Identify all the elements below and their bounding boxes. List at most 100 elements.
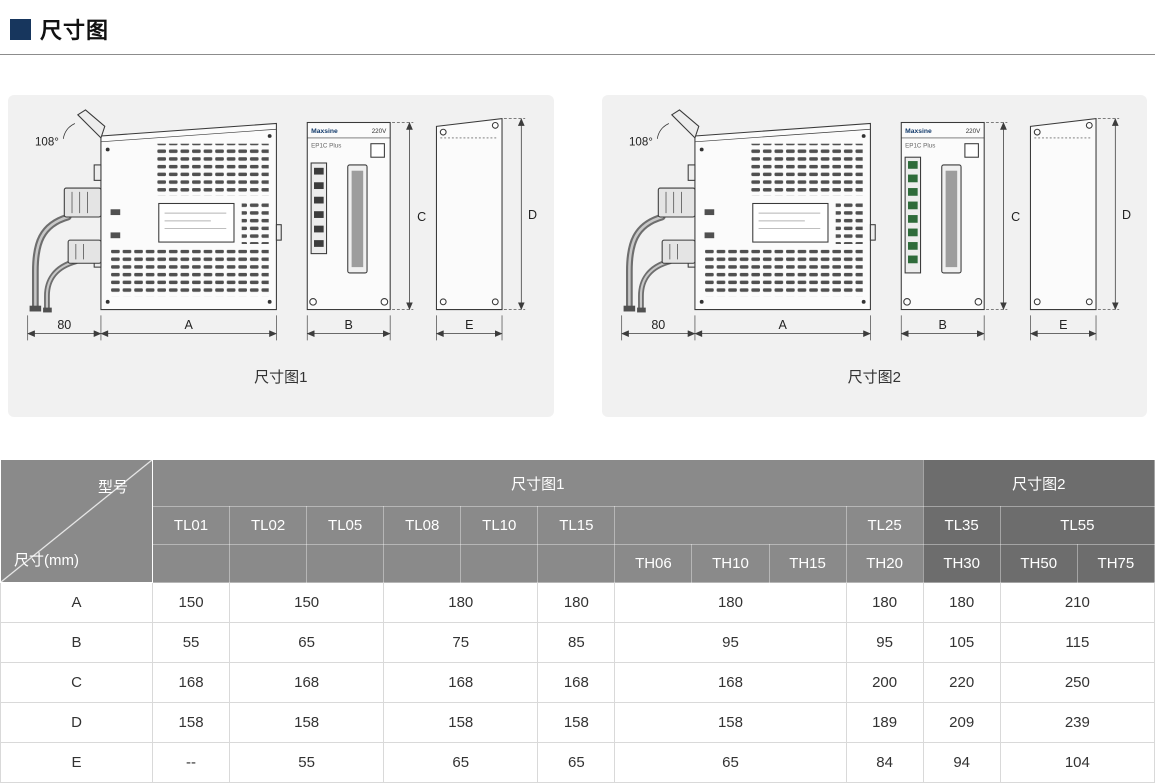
col-header-TL02: TL02 (229, 506, 308, 545)
cell-E-6: 94 (922, 742, 1001, 783)
cell-D-7: 239 (999, 702, 1155, 743)
col-header-blank2-2 (306, 544, 385, 583)
cell-C-5: 200 (845, 662, 924, 703)
side-view-dimensions (620, 315, 871, 341)
row-header-E: E (0, 742, 153, 783)
dimension-diagram-panel-1: 108° 80 A B C D E Maxsine 220V EP1C Plus… (8, 95, 554, 417)
cell-A-1: 150 (229, 582, 385, 623)
col-header-TL10: TL10 (460, 506, 539, 545)
col-header-blank-6 (614, 506, 847, 545)
angle-label: 108° (35, 137, 59, 149)
dimension-diagram-panel-2: 108° 80 A B C D E Maxsine 220V EP1C Plus… (601, 95, 1147, 417)
nameplate-text: Maxsine 220V EP1C Plus (905, 128, 981, 149)
col-header-TH75: TH75 (1076, 544, 1155, 583)
rear-view (1029, 118, 1097, 311)
col-header-TH50: TH50 (999, 544, 1078, 583)
cell-D-4: 158 (614, 702, 847, 743)
col-header-TL05: TL05 (306, 506, 385, 545)
col-header-TL08: TL08 (383, 506, 462, 545)
cell-D-6: 209 (922, 702, 1001, 743)
dim-label-b: B (938, 318, 946, 332)
title-bullet-square (10, 18, 31, 40)
cell-D-2: 158 (383, 702, 539, 743)
diagram-1-caption: 尺寸图1 (254, 368, 308, 386)
brand-label: Maxsine (905, 128, 932, 135)
voltage-label: 220V (965, 128, 980, 135)
cell-E-1: 55 (229, 742, 385, 783)
cell-B-1: 65 (229, 622, 385, 663)
brand-label: Maxsine (311, 128, 338, 135)
cell-C-4: 168 (614, 662, 847, 703)
row-header-C: C (0, 662, 153, 703)
cell-D-1: 158 (229, 702, 385, 743)
cell-C-2: 168 (383, 662, 539, 703)
col-header-TH06: TH06 (614, 544, 693, 583)
corner-label-model: 型号 (97, 479, 128, 496)
angle-label: 108° (628, 137, 652, 149)
dim-label-e: E (1059, 318, 1067, 332)
dim-label-a: A (778, 318, 787, 332)
dim-label-80: 80 (651, 318, 665, 332)
col-header-blank2-4 (460, 544, 539, 583)
col-header-TL55: TL55 (999, 506, 1155, 545)
diagram-panels: 108° 80 A B C D E Maxsine 220V EP1C Plus… (0, 55, 1155, 417)
cell-B-6: 105 (922, 622, 1001, 663)
col-header-blank2-5 (537, 544, 616, 583)
rear-view-dimensions (1029, 118, 1119, 341)
page-title: 尺寸图 (40, 18, 110, 43)
side-view (29, 109, 282, 313)
dim-label-b: B (345, 318, 353, 332)
cell-A-2: 180 (383, 582, 539, 623)
page-header: 尺寸图 (0, 0, 1155, 45)
col-header-blank2-1 (229, 544, 308, 583)
col-header-TH15: TH15 (768, 544, 847, 583)
dim-label-c: C (1011, 210, 1020, 224)
cell-C-3: 168 (537, 662, 616, 703)
cell-D-5: 189 (845, 702, 924, 743)
table-corner-cell: 型号尺寸(mm) (0, 459, 153, 583)
col-header-TH20: TH20 (845, 544, 924, 583)
col-header-TL01: TL01 (151, 506, 231, 545)
diagram-drawing-2: 108° 80 A B C D E Maxsine 220V EP1C Plus (620, 109, 1131, 341)
cell-B-5: 95 (845, 622, 924, 663)
col-header-blank2-3 (383, 544, 462, 583)
diagram-drawing-1: 108° 80 A B C D E Maxsine 220V EP1C Plus (27, 109, 537, 341)
cell-B-2: 75 (383, 622, 539, 663)
col-header-TL25: TL25 (845, 506, 924, 545)
dim-label-d: D (1122, 208, 1131, 222)
dimension-labels: 108° 80 A B C D E (628, 137, 1130, 332)
cell-B-3: 85 (537, 622, 616, 663)
cell-C-6: 220 (922, 662, 1001, 703)
cell-A-7: 210 (999, 582, 1155, 623)
row-header-A: A (0, 582, 153, 623)
front-view (306, 121, 391, 311)
cell-C-0: 168 (151, 662, 231, 703)
corner-label-dimension: 尺寸(mm) (14, 552, 79, 569)
cell-A-5: 180 (845, 582, 924, 623)
cell-E-7: 104 (999, 742, 1155, 783)
group-header-2: 尺寸图2 (922, 459, 1155, 507)
front-view-dimensions (900, 122, 1007, 341)
dim-label-d: D (528, 208, 537, 222)
cell-D-0: 158 (151, 702, 231, 743)
dim-label-a: A (184, 318, 193, 332)
cell-A-6: 180 (922, 582, 1001, 623)
diagram-2-caption: 尺寸图2 (847, 368, 901, 386)
cell-A-0: 150 (151, 582, 231, 623)
cell-B-4: 95 (614, 622, 847, 663)
side-view-dimensions (27, 315, 277, 341)
dimension-labels: 108° 80 A B C D E (35, 137, 537, 332)
side-view (623, 109, 876, 313)
cell-B-0: 55 (151, 622, 231, 663)
col-header-blank2-0 (151, 544, 231, 583)
cell-E-4: 65 (614, 742, 847, 783)
dim-label-e: E (465, 318, 473, 332)
cell-E-5: 84 (845, 742, 924, 783)
rear-view-dimensions (435, 118, 526, 341)
model-label: EP1C Plus (905, 143, 935, 150)
